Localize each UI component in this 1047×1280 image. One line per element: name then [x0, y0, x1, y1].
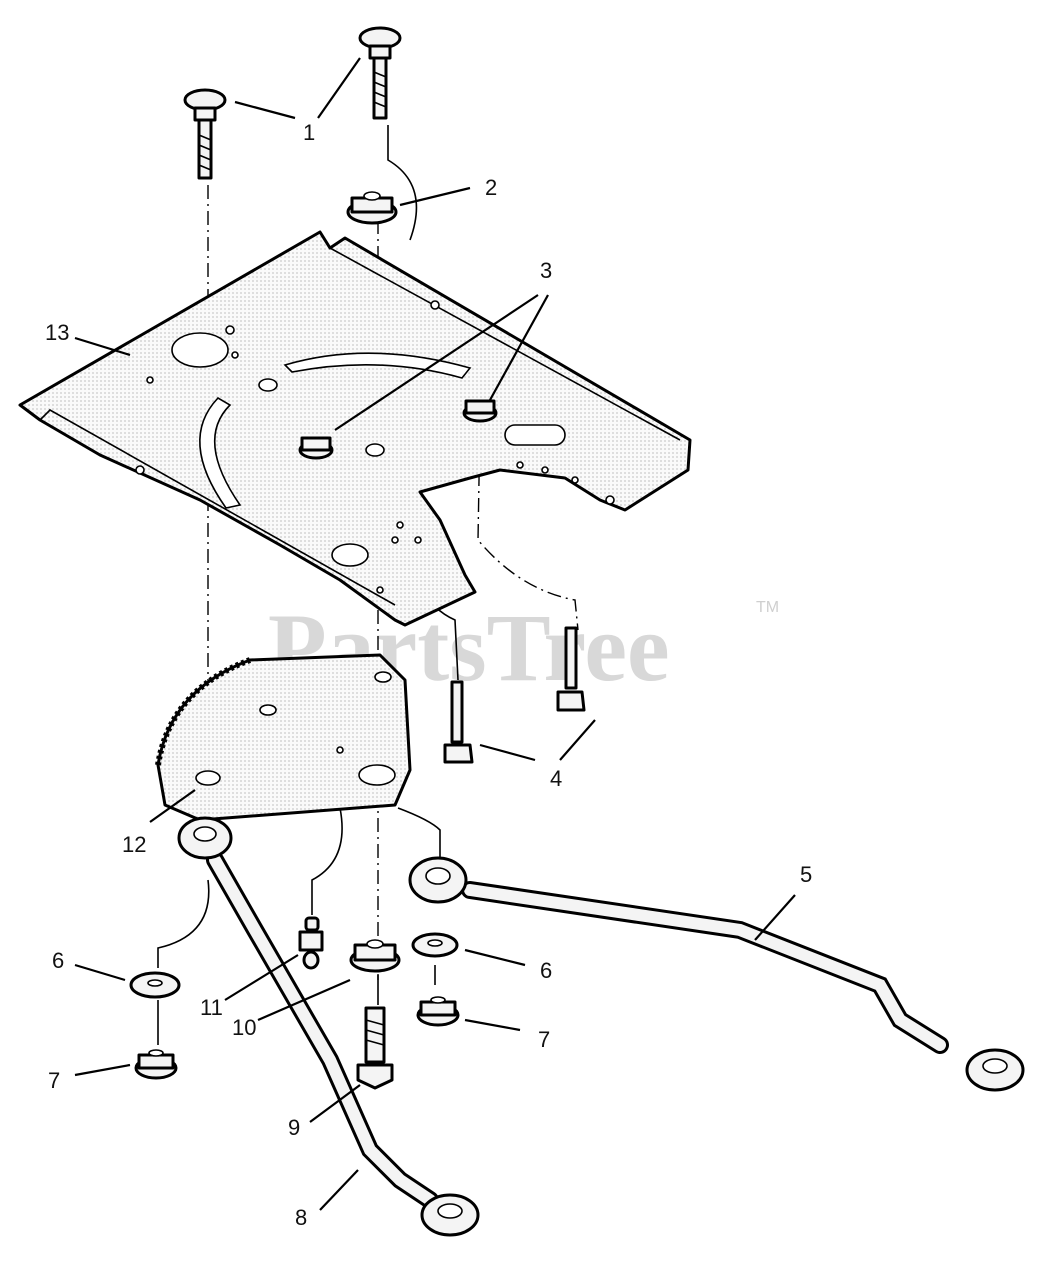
sector-gear [155, 653, 412, 822]
callout-1: 1 [303, 120, 315, 145]
bolt-lower-right [556, 626, 586, 712]
plate-upper-slot [283, 352, 472, 379]
steering-plate [18, 230, 692, 627]
bolt-left [183, 88, 227, 180]
callout-3: 3 [540, 258, 552, 283]
callout-7-right: 7 [538, 1027, 550, 1052]
plate-nut-left [298, 436, 334, 460]
callout-6-right: 6 [540, 958, 552, 983]
hex-nut-top [346, 191, 398, 225]
callout-9: 9 [288, 1115, 300, 1140]
nut-right [416, 996, 460, 1027]
plate-nut-right [462, 399, 498, 423]
tie-rod-right [408, 856, 1025, 1092]
watermark-trademark: TM [756, 599, 779, 616]
nut-left [134, 1049, 178, 1080]
washer-left [129, 971, 181, 999]
bolt-bottom [356, 1006, 394, 1090]
callout-labels: 1 2 3 4 5 6 6 7 7 8 9 10 11 12 13 [45, 120, 812, 1230]
plate-oval-slot [504, 424, 566, 446]
plate-large-hole [171, 332, 229, 368]
flange-nut [349, 939, 401, 973]
callout-7-left: 7 [48, 1068, 60, 1093]
callout-11: 11 [200, 995, 223, 1020]
callout-2: 2 [485, 175, 497, 200]
callout-8: 8 [295, 1205, 307, 1230]
leader-lines [74, 57, 796, 1211]
callout-12: 12 [122, 832, 146, 857]
bolt-right [358, 26, 402, 120]
callout-13: 13 [45, 320, 69, 345]
washer-right [411, 932, 459, 958]
callout-10: 10 [232, 1015, 256, 1040]
callout-6-left: 6 [52, 948, 64, 973]
bolt-lower-left [443, 680, 474, 764]
plate-arc-slot [199, 396, 242, 509]
grease-fitting [298, 916, 324, 970]
callout-4: 4 [550, 766, 562, 791]
callout-5: 5 [800, 862, 812, 887]
tie-rod-left [177, 816, 480, 1237]
